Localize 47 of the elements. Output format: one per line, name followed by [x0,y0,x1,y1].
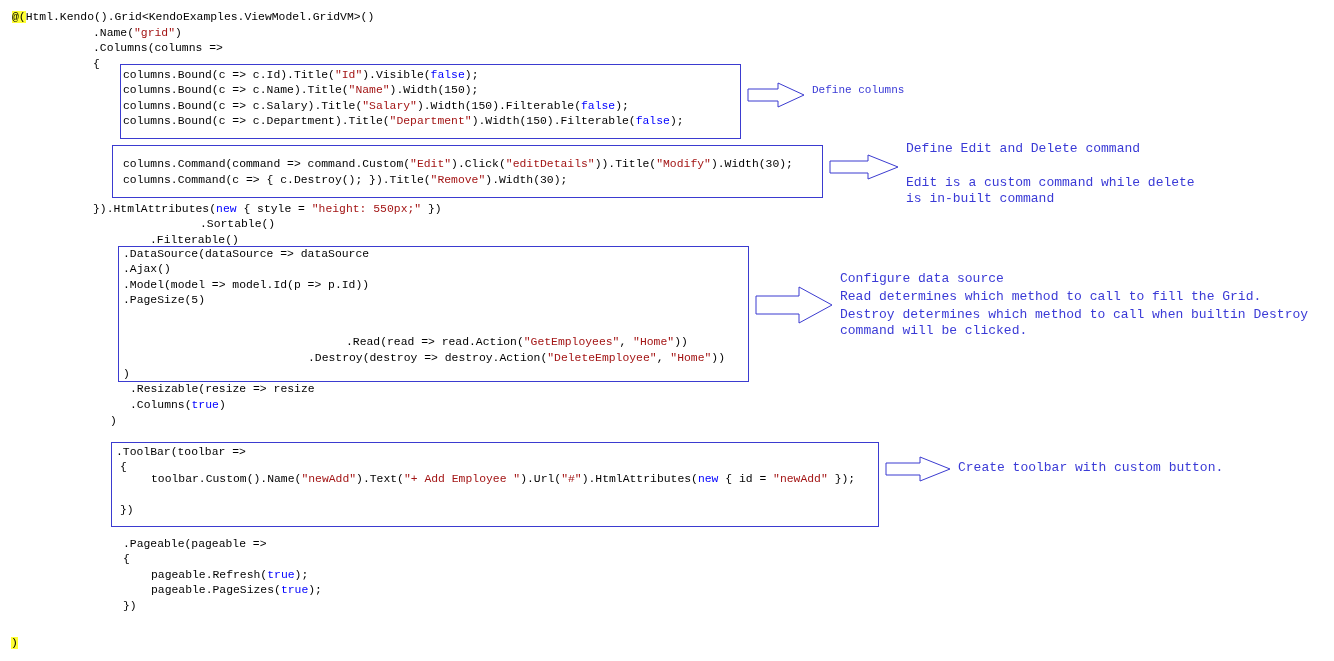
code-line: columns.Command(c => { c.Destroy(); }).Title("Remove").Width(30); [123,173,568,188]
code-line: columns.Command(command => command.Custom("Edit").Click("editDetails")).Title("Modify").Width(30); [123,157,793,172]
code-line: }) [120,503,134,518]
code-line: ) [110,414,117,429]
code-line: .Columns(true) [130,398,226,413]
code-line: columns.Bound(c => c.Name).Title("Name").Width(150); [123,83,479,98]
code-box [111,442,879,527]
code-line: { [120,460,127,475]
code-line: .PageSize(5) [123,293,206,308]
block-arrow [755,286,833,324]
code-line: columns.Bound(c => c.Salary).Title("Salary").Width(150).Filterable(false); [123,99,629,114]
code-line: .DataSource(dataSource => dataSource [123,247,370,262]
code-line: .Model(model => model.Id(p => p.Id)) [123,278,370,293]
annotation-heading: Configure data source [840,271,1005,287]
block-arrow [747,82,805,108]
annotation-heading: Create toolbar with custom button. [958,460,1225,476]
code-line: .Sortable() [200,217,276,232]
annotation-text: Edit is a custom command while delete is in-built command [906,175,1196,207]
code-line: }) [123,599,137,614]
code-line: }).HtmlAttributes(new { style = "height: 550px;" }) [93,202,442,217]
code-box [118,246,749,382]
code-line: .Filterable() [150,233,239,248]
code-line: .Destroy(destroy => destroy.Action("DeleteEmployee", "Home")) [308,351,725,366]
code-line: ) [123,367,130,382]
code-line: toolbar.Custom().Name("newAdd").Text("+ Add Employee ").Url("#").HtmlAttributes(new { id = "newAdd" }); [151,472,856,487]
code-line: pageable.PageSizes(true); [151,583,322,598]
block-arrow [829,154,899,180]
annotation-text: Destroy determines which method to call when builtin Destroy command will be clicked. [840,307,1310,339]
code-line: columns.Bound(c => c.Department).Title("Department").Width(150).Filterable(false); [123,114,684,129]
code-line: { [93,57,100,72]
code-line: .Resizable(resize => resize [130,382,315,397]
code-line: .ToolBar(toolbar => [116,445,246,460]
code-box [120,64,741,139]
code-line: .Read(read => read.Action("GetEmployees", "Home")) [346,335,688,350]
code-line: .Ajax() [123,262,171,277]
code-line: columns.Bound(c => c.Id).Title("Id").Visible(false); [123,68,479,83]
annotation-heading: Define Edit and Delete command [906,141,1142,157]
code-line: pageable.Refresh(true); [151,568,309,583]
code-line: .Name("grid") [93,26,182,41]
code-line: { [123,552,130,567]
code-box [112,145,823,198]
code-line: .Columns(columns => [93,41,223,56]
block-arrow [885,456,951,482]
annotation-heading: Define columns [812,83,906,98]
annotation-text: Read determines which method to call to fill the Grid. [840,289,1263,305]
code-line: @(Html.Kendo().Grid<KendoExamples.ViewModel.GridVM>() [12,10,375,25]
code-line: .Pageable(pageable => [123,537,267,552]
